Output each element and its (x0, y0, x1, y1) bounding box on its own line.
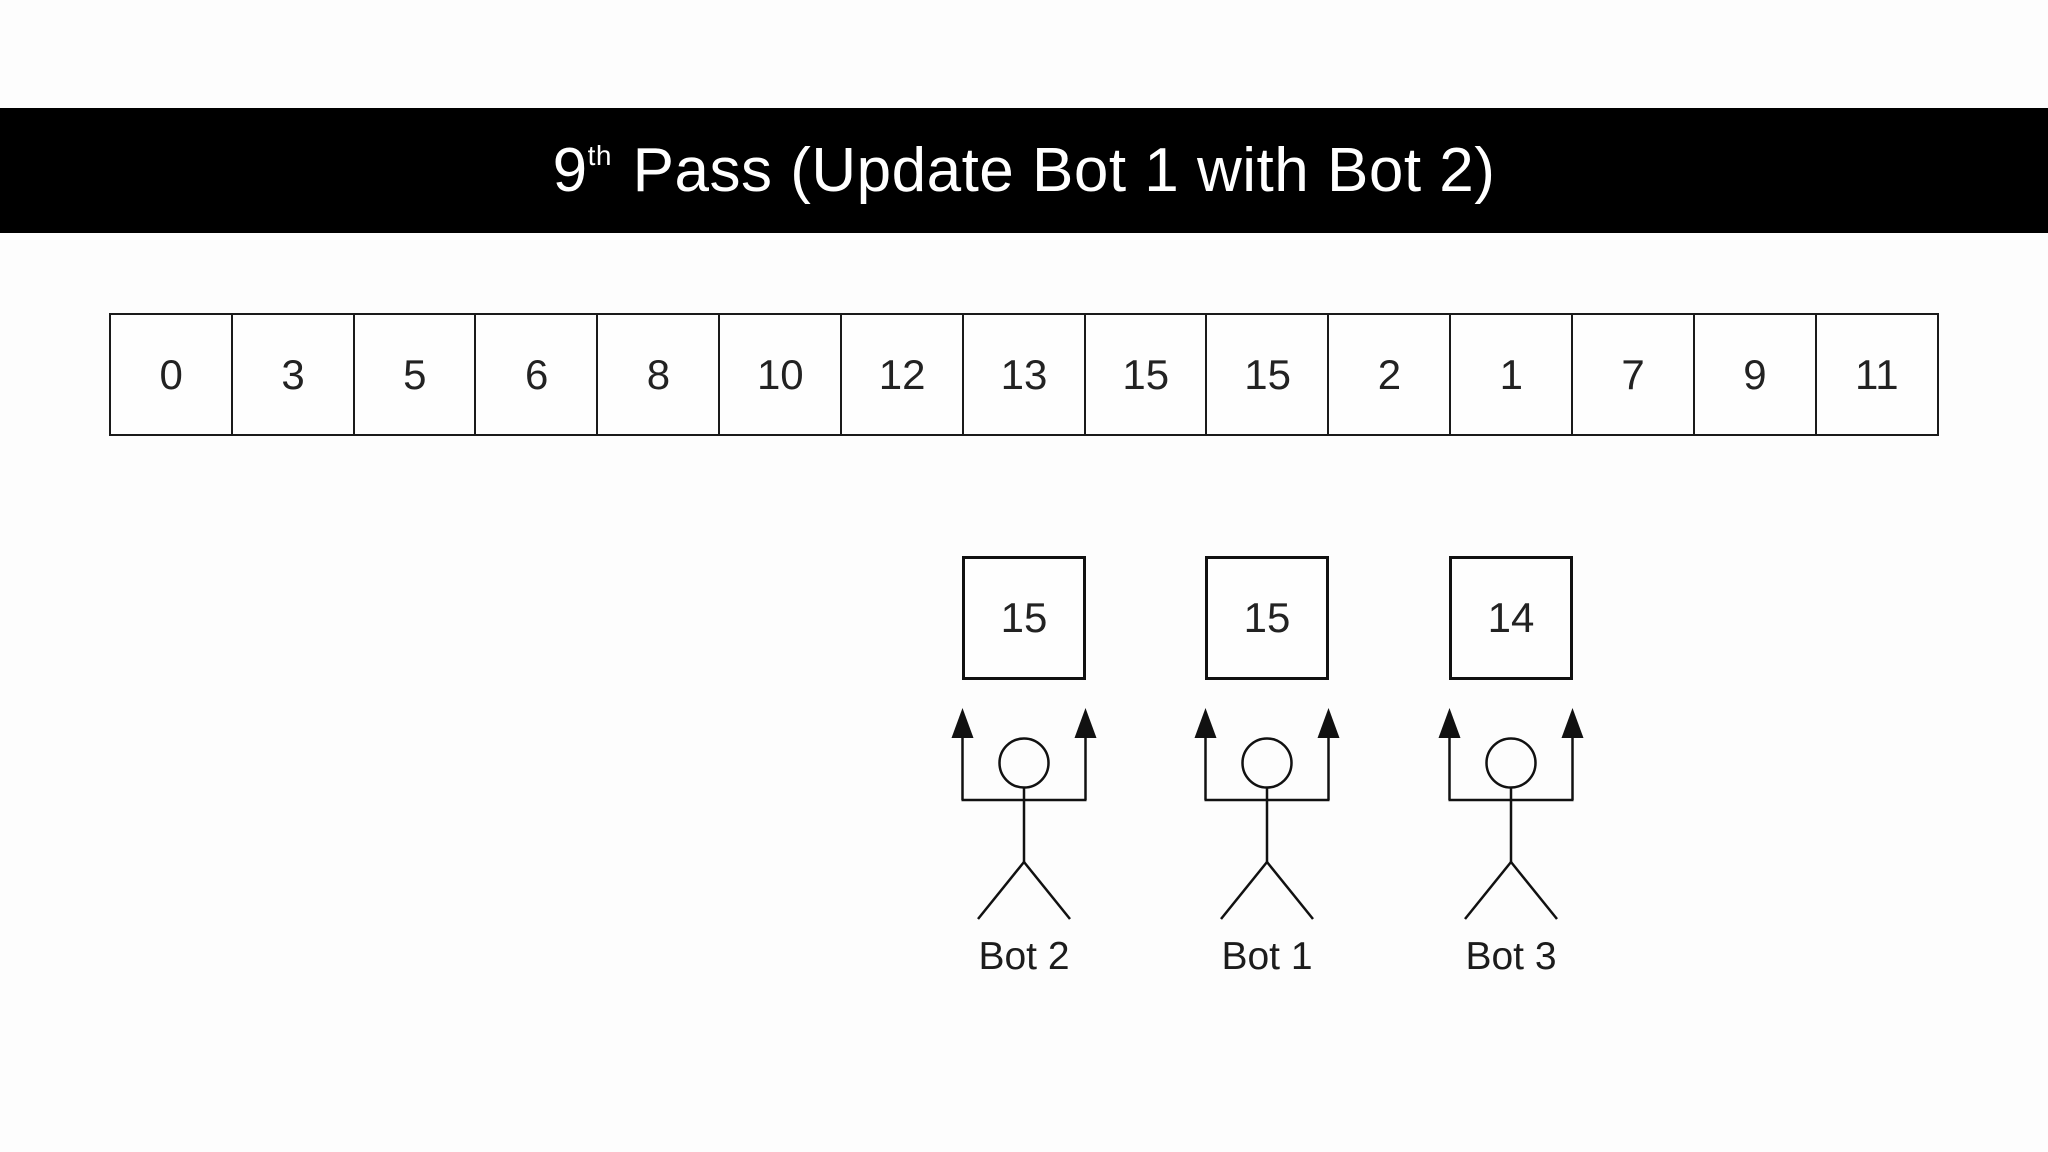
array-cell: 8 (596, 313, 721, 436)
stick-figure-icon (1194, 708, 1340, 920)
stick-figure-icon (1438, 708, 1584, 920)
slide-title: 9th Pass (Update Bot 1 with Bot 2) (553, 135, 1496, 206)
array-cell: 15 (1205, 313, 1330, 436)
title-bar: 9th Pass (Update Bot 1 with Bot 2) (0, 108, 2048, 233)
bot-group: 15 Bot 1 (1177, 556, 1357, 986)
bot-value-box: 15 (962, 556, 1086, 680)
title-ordinal-suffix: th (587, 140, 612, 171)
array-cell: 9 (1692, 313, 1818, 436)
bot-value-box: 14 (1449, 556, 1573, 680)
stick-figure-icon (951, 708, 1097, 920)
array-cell: 1 (1449, 313, 1574, 436)
title-pass-number: 9 (552, 136, 588, 205)
array-row: 0 3 5 6 8 10 12 13 15 15 2 1 7 9 11 (109, 313, 1939, 436)
bot-label: Bot 3 (1465, 935, 1557, 978)
bot-label: Bot 1 (1221, 935, 1313, 978)
bot-group: 14 Bot 3 (1421, 556, 1601, 986)
array-cell: 15 (1083, 313, 1208, 436)
array-cell: 7 (1570, 313, 1696, 436)
array-cell: 5 (352, 313, 477, 436)
array-cell: 6 (474, 313, 599, 436)
array-cell: 0 (109, 313, 234, 436)
array-cell: 2 (1327, 313, 1452, 436)
array-cell: 13 (961, 313, 1087, 436)
bot-group: 15 Bot 2 (934, 556, 1114, 986)
array-cell: 3 (230, 313, 356, 436)
bot-value-box: 15 (1205, 556, 1329, 680)
array-cell: 12 (839, 313, 965, 436)
array-cell: 11 (1814, 313, 1939, 436)
array-cell: 10 (718, 313, 843, 436)
title-rest: Pass (Update Bot 1 with Bot 2) (614, 136, 1496, 205)
bot-label: Bot 2 (978, 935, 1070, 978)
